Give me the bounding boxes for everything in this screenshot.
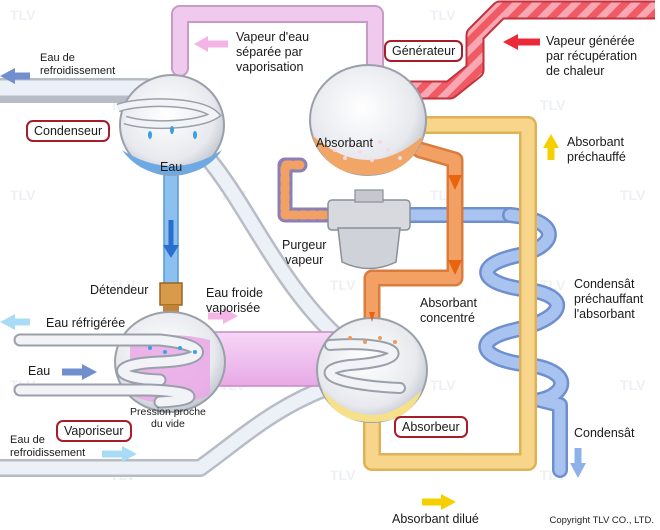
svg-text:TLV: TLV — [430, 7, 456, 23]
label-vapor-separated: Vapeur d'eau séparée par vaporisation — [236, 30, 310, 74]
svg-text:TLV: TLV — [620, 187, 646, 203]
label-generator: Générateur — [384, 40, 464, 62]
label-pressure-vacuum: Pression proche du vide — [130, 406, 206, 430]
svg-text:TLV: TLV — [540, 97, 566, 113]
label-absorbant-preheated: Absorbant préchauffé — [567, 135, 626, 164]
label-condenser: Condenseur — [26, 120, 111, 142]
label-absorbant-generator: Absorbant — [316, 136, 373, 150]
copyright: Copyright TLV CO., LTD. — [549, 515, 654, 526]
water-line — [163, 164, 179, 291]
svg-text:TLV: TLV — [430, 377, 456, 393]
label-absorbant-diluted: Absorbant dilué — [392, 512, 479, 526]
label-cooling-water-bottom: Eau de refroidissement — [10, 434, 86, 459]
steam-trap — [327, 189, 411, 270]
label-evaporator: Vaporiseur — [56, 420, 132, 442]
label-steam-trap: Purgeur vapeur — [282, 238, 327, 267]
label-expansion-valve: Détendeur — [90, 283, 149, 297]
condenser-vessel — [116, 74, 225, 176]
concentrated-absorbant-line — [277, 141, 464, 334]
absorber-vessel — [316, 317, 428, 423]
label-absorber: Absorbeur — [394, 416, 468, 438]
label-condensate-preheating: Condensât préchauffant l'absorbant — [574, 277, 644, 321]
label-vapor-generated: Vapeur générée par récupération de chale… — [546, 34, 638, 78]
svg-text:TLV: TLV — [10, 187, 36, 203]
svg-text:TLV: TLV — [620, 377, 646, 393]
svg-text:TLV: TLV — [10, 7, 36, 23]
expansion-valve — [159, 282, 183, 315]
svg-text:TLV: TLV — [330, 277, 356, 293]
label-cooling-water-top: Eau de refroidissement — [40, 52, 116, 77]
label-cold-water-vaporized: Eau froide vaporisée — [206, 286, 263, 315]
vapor-pipe — [171, 5, 384, 77]
svg-text:TLV: TLV — [110, 277, 136, 293]
label-water: Eau — [160, 160, 183, 174]
label-absorbant-concentrated: Absorbant concentré — [420, 296, 477, 325]
flow-arrows — [0, 34, 586, 510]
evaporator-vessel — [13, 311, 226, 413]
label-condensate: Condensât — [574, 426, 635, 440]
label-chilled-water: Eau réfrigérée — [46, 316, 126, 330]
svg-text:TLV: TLV — [330, 467, 356, 483]
generator-vessel — [309, 64, 427, 176]
dilute-absorbant-line — [363, 116, 537, 471]
label-water-in: Eau — [28, 364, 51, 378]
